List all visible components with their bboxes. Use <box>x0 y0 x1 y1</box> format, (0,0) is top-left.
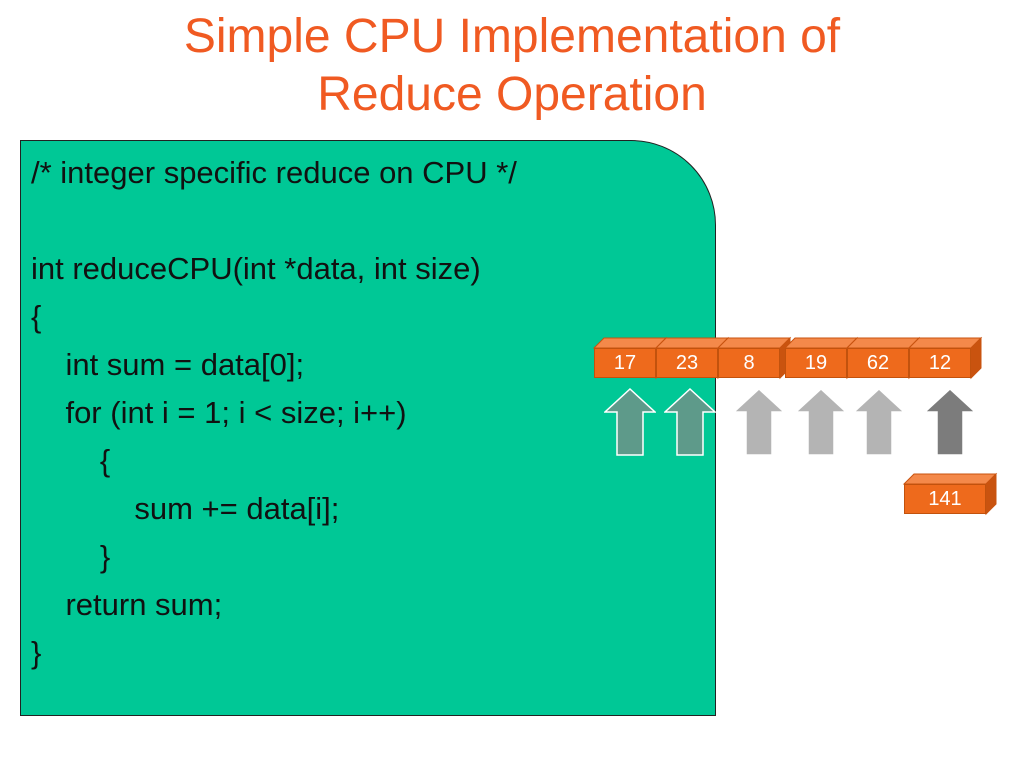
result-cell: 141 <box>902 472 998 516</box>
up-arrow-icon <box>853 388 905 456</box>
code-line: int sum = data[0]; <box>31 347 305 382</box>
up-arrow-icon <box>733 388 785 456</box>
slide-title-line-1: Simple CPU Implementation of <box>183 10 841 63</box>
array-cell-value: 12 <box>928 352 952 374</box>
array-cell-value: 8 <box>743 352 755 374</box>
code-line: return sum; <box>31 587 223 622</box>
code-line: sum += data[i]; <box>31 491 340 526</box>
array-cell: 12 <box>907 336 983 380</box>
result-value: 141 <box>928 488 962 510</box>
array-cell-value: 19 <box>804 352 828 374</box>
code-panel: /* integer specific reduce on CPU */ int… <box>20 140 716 716</box>
code-line: } <box>31 635 42 670</box>
array-cell: 17 <box>592 336 668 380</box>
slide-title-line-2: Reduce Operation <box>317 68 707 121</box>
code-line: int reduceCPU(int *data, int size) <box>31 251 481 286</box>
slide-title: Simple CPU Implementation of Reduce Oper… <box>0 8 1024 124</box>
array-cell-value: 62 <box>866 352 890 374</box>
code-line: for (int i = 1; i < size; i++) <box>31 395 407 430</box>
array-cell-value: 17 <box>613 352 637 374</box>
up-arrow-icon <box>604 388 656 456</box>
code-line: { <box>31 443 111 478</box>
up-arrow-icon <box>795 388 847 456</box>
array-cell: 19 <box>783 336 859 380</box>
array-cell: 62 <box>845 336 921 380</box>
array-cell: 8 <box>716 336 792 380</box>
code-line: /* integer specific reduce on CPU */ <box>31 155 517 190</box>
code-line: { <box>31 299 42 334</box>
array-cell-value: 23 <box>675 352 699 374</box>
up-arrow-icon <box>924 388 976 456</box>
array-cell: 23 <box>654 336 730 380</box>
up-arrow-icon <box>664 388 716 456</box>
code-line: } <box>31 539 111 574</box>
